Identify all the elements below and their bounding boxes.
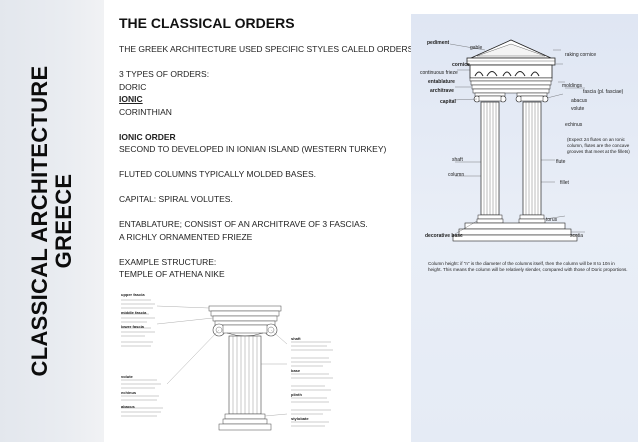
column-right	[522, 101, 542, 216]
bottom-label-base: base	[291, 368, 301, 373]
label-capital: capital	[440, 99, 456, 105]
sidebar: CLASSICAL ARCHITECTURE GREECE	[0, 0, 104, 442]
type-corinthian: CORINTHIAN	[119, 106, 172, 117]
label-entablature: entablature	[428, 79, 455, 85]
label-architrave: architrave	[430, 88, 454, 94]
label-volute: volute	[571, 106, 585, 112]
type-ionic: IONIC	[119, 94, 143, 104]
entablature-text-1: ENTABLATURE; CONSIST OF AN ARCHITRAVE OF…	[119, 219, 368, 229]
label-continuous-frieze: continuous frieze	[420, 70, 458, 76]
sidebar-vertical-title: CLASSICAL ARCHITECTURE GREECE	[27, 65, 76, 377]
label-echinus: echinus	[565, 122, 583, 128]
label-scotia: scotia	[570, 233, 584, 239]
fluted-text: FLUTED COLUMNS TYPICALLY MOLDED BASES.	[119, 169, 316, 179]
bottom-label-echinus: echinus	[121, 390, 137, 395]
label-raking-cornice: raking cornice	[565, 52, 597, 58]
intro-text: THE GREEK ARCHITECTURE USED SPECIFIC STY…	[119, 44, 416, 54]
ionic-column-detail-drawing	[121, 299, 333, 431]
bottom-label-stylobate: stylobate	[291, 416, 309, 421]
label-fillet: fillet	[560, 180, 569, 186]
sidebar-title-line1: CLASSICAL ARCHITECTURE	[27, 65, 52, 377]
capital-left	[473, 92, 507, 103]
bottom-label-volute: volute	[121, 374, 133, 379]
label-decorative-base: decorative base	[425, 233, 463, 239]
ionic-description: SECOND TO DEVELOPED IN IONIAN ISLAND (WE…	[119, 144, 387, 154]
bottom-label-upper-fascia: upper fascia	[121, 292, 145, 297]
bottom-label-plinth: plinth	[291, 392, 302, 397]
ionic-heading: IONIC ORDER	[119, 131, 176, 142]
label-abacus: abacus	[571, 98, 588, 104]
label-gable: gable	[470, 45, 483, 51]
diagram-caption: Column height: if "n" is the diameter of…	[428, 261, 628, 272]
capital-text: CAPITAL: SPIRAL VOLUTES.	[119, 194, 233, 204]
type-doric: DORIC	[119, 81, 147, 92]
ionic-column-detail: upper fascia middle fascia lower fascia …	[117, 284, 399, 442]
label-shaft: shaft	[452, 157, 463, 163]
label-flutes-note: (Expect 24 flutes on an Ionic column, fl…	[567, 137, 630, 154]
label-cornice: cornice	[452, 62, 470, 68]
example-1: TEMPLE OF ATHENA NIKE	[119, 269, 225, 279]
bottom-label-middle-fascia: middle fascia	[121, 310, 147, 315]
ionic-order-diagram	[449, 39, 585, 242]
types-heading: 3 TYPES OF ORDERS:	[119, 69, 210, 79]
bottom-label-shaft: shaft	[291, 336, 301, 341]
label-column: column	[448, 172, 465, 178]
page-title: THE CLASSICAL ORDERS	[119, 15, 295, 31]
label-flute: flute	[556, 159, 566, 165]
capital-right	[515, 92, 549, 103]
sidebar-title-line2: GREECE	[51, 173, 76, 269]
entablature-text-2: A RICHLY ORNAMENTED FRIEZE	[119, 231, 253, 242]
example-heading: EXAMPLE STRUCTURE:	[119, 256, 217, 267]
bottom-label-abacus: abacus	[121, 404, 135, 409]
label-fascia: fascia (pl. fasciae)	[583, 89, 624, 95]
label-pediment: pediment	[427, 40, 450, 46]
column-left	[480, 101, 500, 216]
label-torus: torus	[546, 217, 558, 223]
bottom-label-lower-fascia: lower fascia	[121, 324, 144, 329]
label-moldings: moldings	[562, 83, 583, 89]
main-content: THE CLASSICAL ORDERS THE GREEK ARCHITECT…	[119, 15, 416, 293]
